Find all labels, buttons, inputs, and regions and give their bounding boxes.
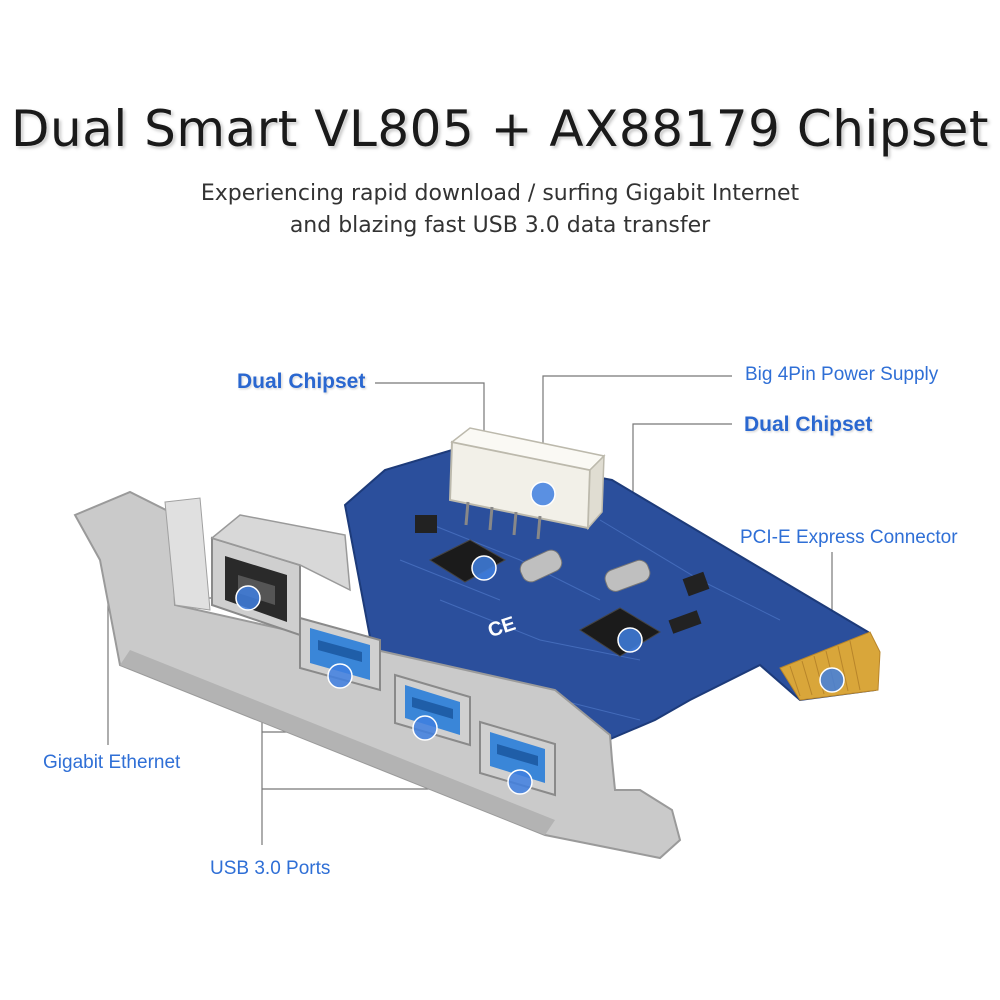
dot-molex [530,481,556,507]
ethernet-port-rj45 [210,514,351,637]
usb-port-3 [479,720,556,797]
callout-dual-chipset-right: Dual Chipset [744,413,873,436]
callout-dual-chipset-left: Dual Chipset [237,370,366,393]
page-title: Dual Smart VL805 + AX88179 Chipset [11,100,989,158]
dot-chipset-right [617,627,643,653]
chipset-vl805 [428,539,507,583]
callout-usb-ports: USB 3.0 Ports [210,858,331,879]
page-subtitle: Experiencing rapid download / surfing Gi… [200,181,800,238]
usb-port-1 [299,616,381,692]
callout-power-supply: Big 4Pin Power Supply [745,364,939,385]
dot-usb-3 [507,769,533,795]
dot-pcie [819,667,845,693]
dot-usb-2 [412,715,438,741]
dot-usb-1 [327,663,353,689]
molex-4pin-connector [448,427,606,540]
callout-gigabit-ethernet: Gigabit Ethernet [43,752,181,773]
callout-pcie-connector: PCI-E Express Connector [740,527,958,548]
callout-dots [235,481,845,795]
dot-chipset-left [471,555,497,581]
dot-ethernet [235,585,261,611]
